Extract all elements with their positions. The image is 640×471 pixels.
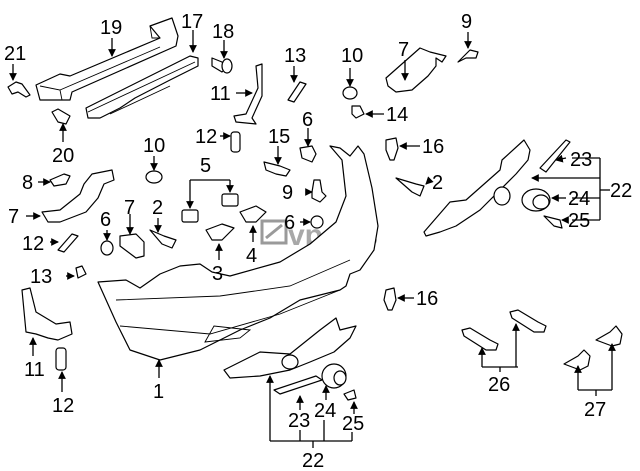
retainer-clip-4[interactable] (239, 205, 267, 223)
callout-8-top: 7 (398, 39, 409, 61)
push-pin-16-bottom[interactable] (383, 287, 397, 311)
callout-4: 4 (246, 245, 257, 267)
push-pin-16-top[interactable] (385, 137, 399, 161)
callout-9-right: 9 (282, 182, 293, 204)
bolt-9-mid[interactable] (49, 173, 71, 187)
plug-18[interactable] (211, 57, 233, 74)
stud-15[interactable] (263, 161, 291, 177)
callout-10-top: 10 (341, 45, 363, 67)
stud-12-bottom[interactable] (55, 347, 67, 371)
callout-11-bottom: 11 (24, 359, 45, 381)
nut-7-top[interactable] (299, 145, 317, 163)
bracket-clips-5[interactable] (181, 193, 239, 223)
callout-9-top: 9 (461, 11, 472, 33)
callout-2-right: 2 (432, 172, 443, 194)
callout-11-top: 11 (210, 83, 231, 105)
clip-14-left[interactable] (75, 265, 87, 279)
pad-13-left[interactable] (57, 233, 79, 253)
callout-24-bottom: 24 (314, 400, 336, 422)
callout-22-bottom: 22 (302, 450, 324, 471)
stud-12-top[interactable] (230, 131, 241, 153)
push-clip-10-mid[interactable] (145, 170, 163, 184)
screw-25-right[interactable] (543, 215, 563, 229)
screw-2-left[interactable] (149, 229, 177, 249)
lamp-24-bottom[interactable] (321, 363, 347, 389)
callout-6-right: 6 (284, 212, 295, 234)
callout-20: 20 (52, 145, 74, 167)
bolt-9-top[interactable] (457, 49, 479, 63)
tow-hook-covers-26[interactable] (461, 309, 547, 351)
callout-13-top: 13 (284, 45, 306, 67)
callout-6-left: 6 (100, 209, 111, 231)
callout-19: 19 (100, 17, 122, 39)
screw-25-bottom[interactable] (343, 389, 357, 401)
callout-14-left: 13 (30, 266, 52, 288)
screw-2-right[interactable] (395, 177, 425, 197)
bolt-21[interactable] (7, 81, 31, 98)
callout-5: 5 (200, 155, 211, 177)
callout-3: 3 (212, 263, 223, 285)
plug-6-right[interactable] (310, 215, 324, 229)
reinforcement-bar-19[interactable] (35, 17, 179, 101)
bolt-9-right[interactable] (311, 179, 327, 203)
clip-14-top[interactable] (351, 105, 365, 119)
side-bracket-8-top[interactable] (385, 47, 447, 93)
mount-bracket-11-top[interactable] (233, 63, 263, 125)
bumper-cover-1[interactable] (97, 145, 379, 361)
reflector-assembly-22-right[interactable] (423, 139, 531, 237)
callout-27: 27 (584, 399, 606, 421)
callout-23-bottom: 23 (288, 410, 310, 432)
callout-7-left: 7 (124, 197, 135, 219)
callout-26: 26 (488, 374, 510, 396)
energy-absorber-17[interactable] (85, 55, 199, 119)
callout-16-bottom: 16 (416, 288, 438, 310)
sockets-27[interactable] (563, 325, 623, 371)
leader-lines (9, 30, 616, 448)
callout-25-right: 25 (568, 210, 590, 232)
callout-labels: 21 19 17 18 20 11 12 13 6 15 10 14 7 9 1… (4, 11, 632, 471)
callout-15: 15 (268, 126, 290, 148)
nut-7-left[interactable] (119, 233, 145, 259)
callout-2-left: 2 (152, 197, 163, 219)
retainer-clip-3[interactable] (205, 223, 235, 241)
callout-12-top: 12 (195, 126, 217, 148)
bolt-20[interactable] (51, 108, 71, 125)
callout-17: 17 (181, 11, 203, 33)
callout-14-top: 14 (386, 104, 408, 126)
callout-24-right: 24 (568, 188, 590, 210)
callout-23-right: 23 (570, 149, 592, 171)
push-clip-10-top[interactable] (342, 86, 358, 100)
mount-bracket-11-bottom[interactable] (21, 287, 73, 341)
lamp-24-right[interactable] (521, 188, 551, 212)
callout-9-mid: 8 (22, 172, 33, 194)
callout-8-left: 7 (8, 206, 19, 228)
reflector-assembly-22-bottom[interactable] (223, 317, 357, 379)
callout-18: 18 (212, 21, 234, 43)
pad-13-top[interactable] (287, 81, 307, 103)
callout-25-bottom: 25 (342, 413, 364, 435)
callout-1: 1 (153, 381, 164, 403)
callout-22-right: 22 (610, 180, 632, 202)
plug-6-left[interactable] (100, 240, 114, 256)
callout-16-top: 16 (422, 136, 444, 158)
reflector-23-right[interactable] (539, 139, 571, 173)
callout-10-mid: 10 (143, 135, 165, 157)
callout-7-top: 6 (302, 109, 313, 131)
callout-13-left: 12 (22, 233, 44, 255)
reflector-23-bottom[interactable] (273, 375, 323, 395)
side-bracket-8-left[interactable] (41, 169, 115, 223)
callout-12-bottom: 12 (52, 395, 74, 417)
callout-21: 21 (4, 43, 26, 65)
